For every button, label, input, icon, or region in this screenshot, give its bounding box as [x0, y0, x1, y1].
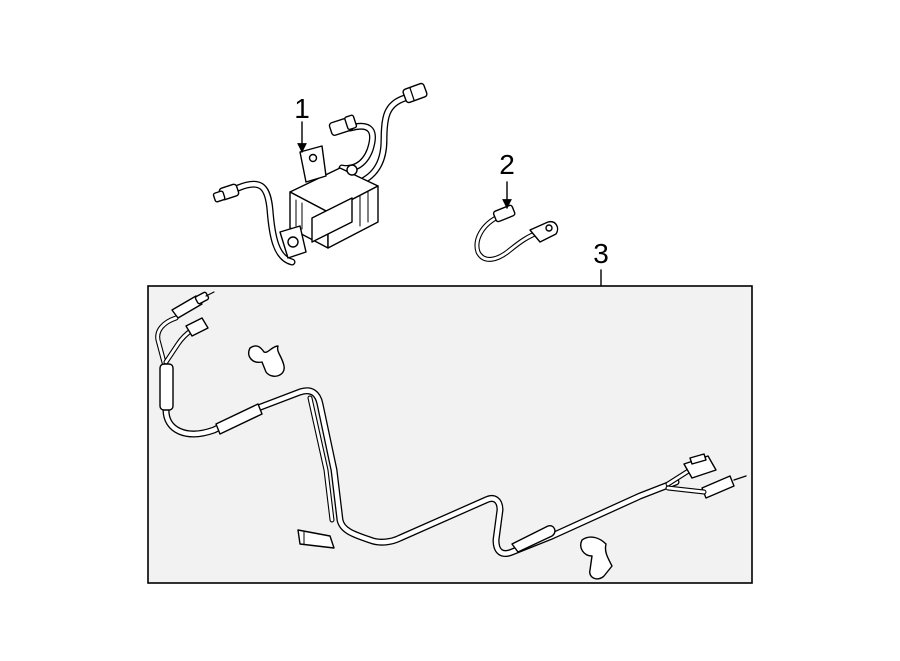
callout-2: 2 — [499, 149, 515, 209]
part-1-antenna-module[interactable] — [212, 82, 428, 266]
connector-3-right-plug — [733, 475, 747, 481]
callout-1: 1 — [294, 93, 310, 153]
connector-top-2 — [402, 82, 428, 104]
clip-upper — [248, 345, 285, 377]
cable-sleeves — [159, 363, 735, 553]
clip-lower — [580, 536, 613, 580]
ring-terminal — [529, 220, 559, 243]
connector-3-right-box — [683, 453, 717, 479]
connector-left — [212, 183, 240, 203]
callout-3-label: 3 — [593, 238, 609, 269]
part-3-frame — [147, 285, 753, 584]
antenna-module-box — [279, 145, 379, 259]
part-3-antenna-cable[interactable] — [155, 291, 747, 580]
callout-3: 3 — [593, 238, 609, 287]
clip-middle — [297, 529, 335, 549]
connector-top-1 — [328, 114, 358, 136]
connector-3-left-plug — [171, 291, 215, 319]
connector-part-2 — [492, 204, 516, 223]
part-2-ground-lead[interactable] — [474, 204, 559, 262]
callout-1-label: 1 — [294, 93, 310, 124]
connector-3-left-box — [185, 317, 209, 337]
callout-2-label: 2 — [499, 149, 515, 180]
